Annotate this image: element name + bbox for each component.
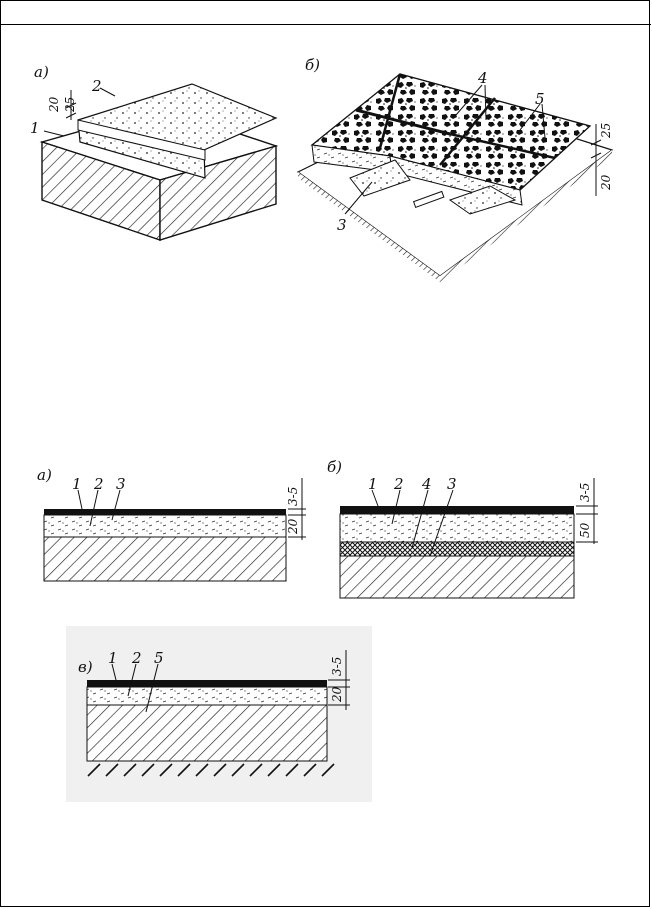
fig2b-label-1: 1 bbox=[368, 475, 378, 493]
fig2c-label-5: 5 bbox=[154, 649, 164, 667]
fig1-panel-a bbox=[39, 83, 279, 241]
fig2a-letter: а) bbox=[37, 466, 52, 484]
base-layer bbox=[43, 536, 287, 582]
screed-layer bbox=[339, 513, 575, 543]
fig1b-label-3: 3 bbox=[337, 216, 347, 234]
fig1a-label-1: 1 bbox=[30, 119, 40, 137]
fig2a-dim-20: 20 bbox=[286, 518, 300, 535]
screed-layer bbox=[86, 686, 328, 706]
fig2b-dim-3-5: 3-5 bbox=[578, 483, 592, 502]
base-layer bbox=[339, 555, 575, 599]
fig2c-dim-20: 20 bbox=[330, 686, 344, 703]
fig1a-dim-25: 25 bbox=[63, 97, 77, 113]
fig1b-label-5: 5 bbox=[535, 90, 545, 108]
fig2a-label-3: 3 bbox=[116, 475, 126, 493]
fig1-panel-b bbox=[296, 73, 614, 282]
fig2-panel-b bbox=[339, 478, 598, 599]
finish-coat bbox=[87, 680, 327, 687]
fig1b-dim-20: 20 bbox=[599, 174, 613, 191]
fig2a-label-1: 1 bbox=[72, 475, 82, 493]
fig2b-label-2: 2 bbox=[393, 475, 404, 493]
base-layer bbox=[86, 704, 328, 762]
fig2c-dim-3-5: 3-5 bbox=[330, 657, 344, 676]
fig1b-letter: б) bbox=[305, 56, 320, 74]
fig2b-label-3: 3 bbox=[447, 475, 457, 493]
fig2c-letter: в) bbox=[78, 658, 93, 676]
fig2a-dim-3-5: 3-5 bbox=[286, 487, 300, 506]
fig2c-label-2: 2 bbox=[131, 649, 142, 667]
fig2-panel-a bbox=[43, 478, 306, 582]
fig1a-dim-20: 20 bbox=[47, 96, 61, 113]
fig1b-dim-25: 25 bbox=[599, 123, 613, 139]
fig1b-label-4: 4 bbox=[477, 69, 488, 87]
fig2a-label-2: 2 bbox=[93, 475, 104, 493]
fig1a-letter: а) bbox=[34, 63, 49, 81]
fig2c-label-1: 1 bbox=[108, 649, 118, 667]
screed-layer bbox=[43, 514, 287, 538]
fig2-panel-c bbox=[66, 626, 372, 802]
fig1a-label-2: 2 bbox=[91, 77, 102, 95]
fig2b-dim-50: 50 bbox=[578, 522, 592, 538]
slab-side-face bbox=[159, 145, 277, 241]
finish-coat bbox=[44, 509, 286, 515]
header-strip bbox=[1, 1, 651, 25]
finish-coat bbox=[340, 506, 574, 514]
fig2b-label-4: 4 bbox=[421, 475, 432, 493]
fig2b-letter: б) bbox=[327, 458, 342, 476]
topping-edge bbox=[77, 119, 206, 161]
insulation-layer bbox=[339, 541, 575, 557]
